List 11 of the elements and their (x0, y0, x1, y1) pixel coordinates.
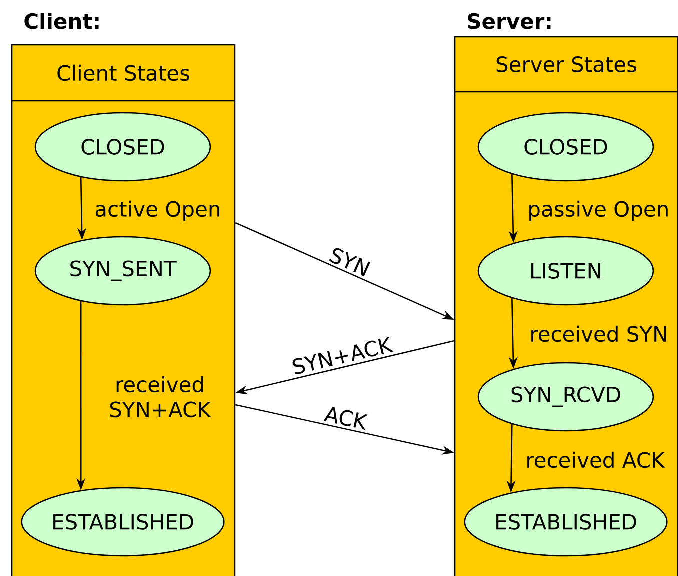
column-heading: Server: (468, 13, 551, 30)
column-title: Client States (58, 64, 190, 82)
edge-label: active Open (96, 200, 220, 222)
edge-label: received SYN (532, 326, 666, 342)
edge-label: received SYN+ACK (110, 376, 212, 418)
column-title: Server States (496, 56, 636, 72)
edge-label: received ACK (528, 452, 666, 468)
column-heading: Client: (24, 13, 99, 30)
edge-label: ACK (322, 404, 370, 432)
edge-label: passive Open (530, 200, 668, 222)
edge-label: SYN (326, 244, 374, 280)
